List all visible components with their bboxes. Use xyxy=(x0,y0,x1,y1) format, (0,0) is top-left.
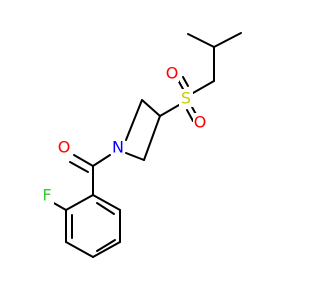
bond-carbonyl-o-b xyxy=(69,161,89,173)
bond-s-o-bottom-a xyxy=(186,109,194,122)
o-carbonyl-label: O xyxy=(58,138,71,157)
s-sulfonyl-label: S xyxy=(181,89,191,108)
bond-ring-inner-3 xyxy=(96,202,115,215)
atom-n-azetidine: N xyxy=(111,138,125,157)
bond-ring-3 xyxy=(65,241,94,258)
bond-ch2-s xyxy=(192,80,215,94)
bond-s-c3 xyxy=(159,104,180,117)
atom-s-sulfonyl: S xyxy=(179,89,193,108)
atom-f: F xyxy=(40,186,54,205)
molecule-canvas: O N S O O F xyxy=(40,32,242,258)
bond-c2-n xyxy=(125,99,143,141)
molecule-structure: O N S O O F xyxy=(40,32,242,258)
bond-ring-1 xyxy=(65,194,94,211)
bond-carbonyl-o-a xyxy=(73,154,94,167)
f-label: F xyxy=(42,186,51,205)
atom-o-carbonyl: O xyxy=(57,138,71,157)
n-azetidine-label: N xyxy=(112,138,124,157)
bond-methyl2-ch xyxy=(213,32,242,48)
bond-ring-f xyxy=(51,201,67,211)
o-sulfonyl-bottom-label: O xyxy=(194,113,207,132)
bond-c3-c2 xyxy=(141,99,161,117)
bond-ring-6 xyxy=(92,194,121,211)
bond-c3-c4 xyxy=(143,115,161,161)
bond-ring-inner-2 xyxy=(96,239,116,252)
atom-o-sulfonyl-bottom: O xyxy=(193,113,207,132)
bond-s-o-top-b xyxy=(182,76,189,87)
bond-ring-4 xyxy=(92,241,121,258)
atom-o-sulfonyl-top: O xyxy=(165,64,179,83)
bond-c4-n xyxy=(125,152,145,161)
bond-n-carbonyl xyxy=(92,154,111,167)
bond-methyl1-ch xyxy=(187,33,215,48)
o-sulfonyl-top-label: O xyxy=(166,64,179,83)
